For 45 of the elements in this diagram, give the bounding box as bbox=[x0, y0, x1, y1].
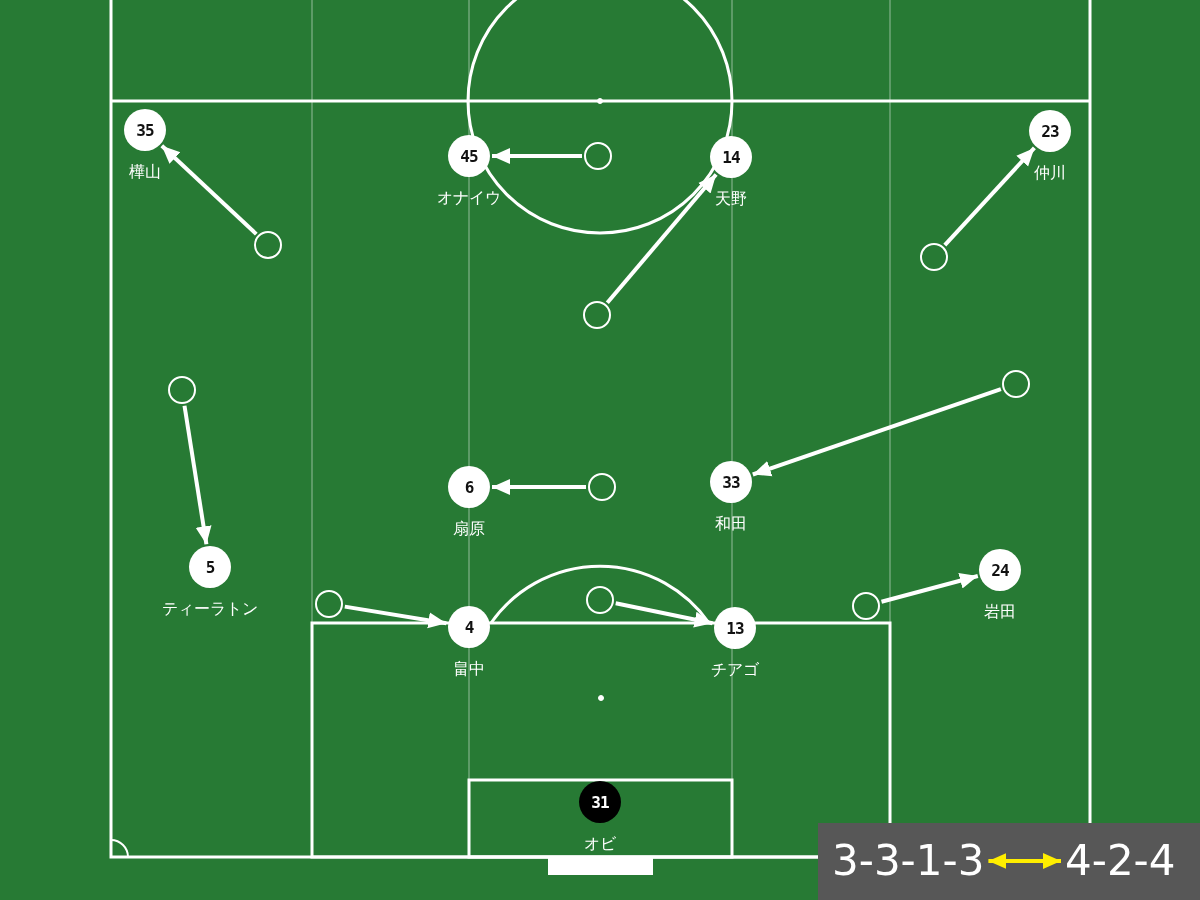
player-name: 岩田 bbox=[984, 602, 1016, 623]
player-marker: 24 bbox=[979, 549, 1021, 591]
position-marker bbox=[586, 586, 614, 614]
movement-arrow bbox=[160, 144, 258, 236]
movement-arrow bbox=[492, 148, 582, 164]
player-marker: 5 bbox=[189, 546, 231, 588]
position-marker bbox=[588, 473, 616, 501]
movement-arrow bbox=[615, 601, 713, 628]
player-name: 扇原 bbox=[453, 519, 485, 540]
player-marker: 4 bbox=[448, 606, 490, 648]
position-marker bbox=[583, 301, 611, 329]
player-name: 畠中 bbox=[453, 659, 485, 680]
player-marker: 35 bbox=[124, 109, 166, 151]
player-name: ティーラトン bbox=[162, 599, 258, 620]
formation-text: 3-3-1-3 bbox=[832, 840, 985, 882]
player-name: オナイウ bbox=[437, 188, 501, 209]
player-marker: 13 bbox=[714, 607, 756, 649]
player-marker: 6 bbox=[448, 466, 490, 508]
position-marker bbox=[584, 142, 612, 170]
position-marker bbox=[920, 243, 948, 271]
formation-text: 4-2-4 bbox=[1065, 840, 1176, 882]
position-marker bbox=[852, 592, 880, 620]
player-name: 和田 bbox=[715, 514, 747, 535]
player-marker: 31 bbox=[579, 781, 621, 823]
position-marker bbox=[168, 376, 196, 404]
player-name: チアゴ bbox=[711, 660, 759, 681]
movement-arrow bbox=[182, 405, 212, 545]
player-name: 天野 bbox=[715, 189, 747, 210]
player-name: オビ bbox=[584, 834, 616, 855]
player-marker: 23 bbox=[1029, 110, 1071, 152]
movement-arrow bbox=[881, 572, 979, 604]
movement-arrow bbox=[605, 173, 718, 305]
movement-arrow bbox=[943, 146, 1036, 247]
player-name: 仲川 bbox=[1034, 163, 1066, 184]
movement-arrow bbox=[752, 387, 1002, 477]
position-marker bbox=[1002, 370, 1030, 398]
player-marker: 33 bbox=[710, 461, 752, 503]
position-marker bbox=[315, 590, 343, 618]
player-marker: 45 bbox=[448, 135, 490, 177]
double-arrow bbox=[988, 853, 1061, 869]
position-marker bbox=[254, 231, 282, 259]
player-name: 樺山 bbox=[129, 162, 161, 183]
movement-arrow bbox=[344, 604, 447, 629]
player-marker: 14 bbox=[710, 136, 752, 178]
movement-arrow bbox=[492, 479, 586, 495]
